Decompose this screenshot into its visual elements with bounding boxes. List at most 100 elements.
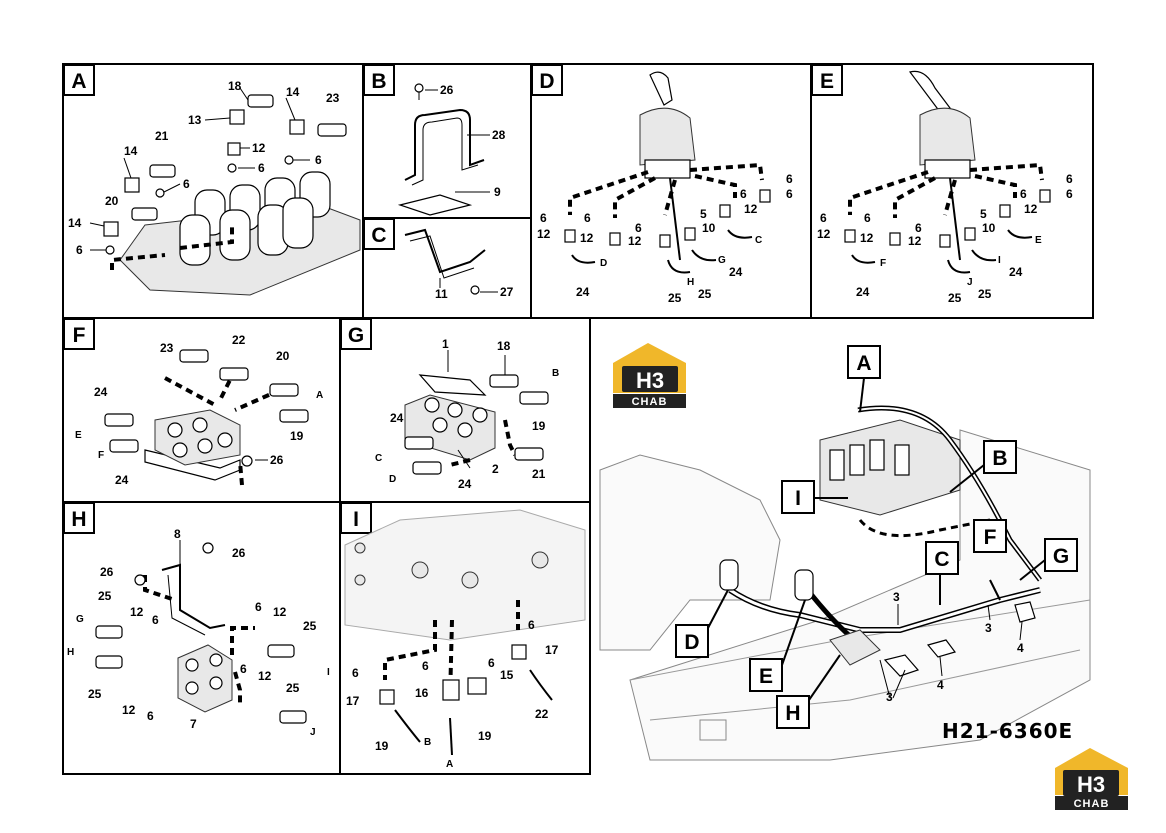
panel-g-tag: G [348,324,364,347]
label-f-3: 20 [276,349,290,363]
label-h-7: 6 [255,600,262,614]
panel-a: A 18 14 [63,64,361,296]
label-d-1: 6 [540,211,547,225]
label-e-10: 6 [1066,172,1073,186]
label-g-5: 19 [532,419,546,433]
label-e-14: 24 [856,285,870,299]
panel-f: F 23 22 20 A 24 E 19 26 F 24 [63,318,323,487]
label-i-11: 19 [478,729,492,743]
svg-text:CHAB: CHAB [1074,798,1110,810]
overview-number-4: 4 [1017,641,1024,655]
label-d-7: 12 [628,234,642,248]
callout-g: G [1019,538,1078,581]
panel-e: E 6 12 6 5 12 6 12 6 12 6 10 E F 24 J I [811,64,1073,305]
panel-g: G 1 18 B 24 19 C 2 D 24 21 [340,318,559,491]
label-f-7: 19 [290,429,304,443]
label-d-2: 12 [537,227,551,241]
label-a-1: 18 [228,79,242,93]
label-d-20: 6 [786,187,793,201]
label-i-6: 15 [500,668,514,682]
label-d-3: 6 [584,211,591,225]
label-f-6: E [75,430,82,441]
svg-text:H: H [785,702,800,725]
label-i-9: 19 [375,739,389,753]
label-g-2: 18 [497,339,511,353]
label-e-7: 12 [908,234,922,248]
callout-f: F [973,519,1007,553]
label-a-9: 14 [124,144,138,158]
svg-text:CHAB: CHAB [632,396,668,408]
label-d-15: H [687,277,694,288]
label-i-8: 22 [535,707,549,721]
label-g-8: D [389,474,396,485]
svg-text:A: A [856,352,871,375]
svg-text:H3: H3 [1077,772,1105,797]
label-d-19: 24 [729,265,743,279]
panel-h-tag: H [71,508,86,531]
label-g-10: 21 [532,467,546,481]
label-a-3: 23 [326,91,340,105]
label-c-2: 27 [500,285,514,299]
callout-d: D [675,589,729,658]
svg-text:E: E [759,665,773,688]
label-f-5: 24 [94,385,108,399]
label-d-9: 12 [744,202,758,216]
label-d-14: 24 [576,285,590,299]
label-d-5: 12 [580,231,594,245]
label-a-13: 6 [76,243,83,257]
label-e-12: E [1035,235,1042,246]
diagram-code: H21-6360E [942,719,1073,743]
label-h-20: J [310,727,316,738]
label-h-14: 25 [88,687,102,701]
panel-c: C 11 27 [363,218,514,301]
label-h-15: 12 [122,703,136,717]
svg-text:G: G [1053,545,1069,568]
label-d-13: D [600,258,607,269]
label-c-1: 11 [435,287,448,301]
label-f-9: F [98,450,104,461]
panel-i-tag: I [353,508,359,531]
label-g-3: B [552,368,559,379]
label-e-1: 6 [820,211,827,225]
label-a-7: 6 [315,153,322,167]
label-h-10: G [76,614,84,625]
panel-e-tag: E [820,70,834,93]
label-g-4: 24 [390,411,404,425]
label-e-15: J [967,277,973,288]
label-d-6: 6 [635,221,642,235]
label-e-13: F [880,258,886,269]
label-h-18: 6 [147,709,154,723]
label-b-1: 26 [440,83,454,97]
label-h-19: 7 [190,717,197,731]
label-h-16: 12 [258,669,272,683]
label-i-3: 17 [346,694,360,708]
overview-number-2: 3 [985,621,992,635]
callout-a: A [847,345,881,413]
label-d-18: 25 [698,287,712,301]
label-e-4: 5 [980,207,987,221]
label-b-2: 28 [492,128,506,142]
label-e-9: 12 [1024,202,1038,216]
label-f-10: 24 [115,473,129,487]
label-f-2: 22 [232,333,246,347]
label-h-8: 12 [273,605,287,619]
svg-text:H3: H3 [636,368,664,393]
label-f-1: 23 [160,341,174,355]
label-i-4: 6 [422,659,429,673]
label-e-18: 25 [978,287,992,301]
callout-i: I [781,480,848,514]
label-d-11: 10 [702,221,716,235]
panel-h: H 8 26 26 25 12 6 6 12 25 G H 6 I 25 12 … [63,502,330,738]
panel-c-tag: C [371,224,386,247]
label-f-8: 26 [270,453,284,467]
label-e-6: 6 [915,221,922,235]
brand-logo-top: H3 CHAB [613,343,686,408]
label-h-13: I [327,667,330,678]
label-e-11: 10 [982,221,996,235]
label-d-10: 6 [786,172,793,186]
label-e-3: 6 [864,211,871,225]
panel-b: B 26 28 9 [363,64,506,216]
label-e-20: 6 [1066,187,1073,201]
panel-i: I 6 6 17 6 16 15 17 22 19 B 19 A 6 [340,502,586,770]
